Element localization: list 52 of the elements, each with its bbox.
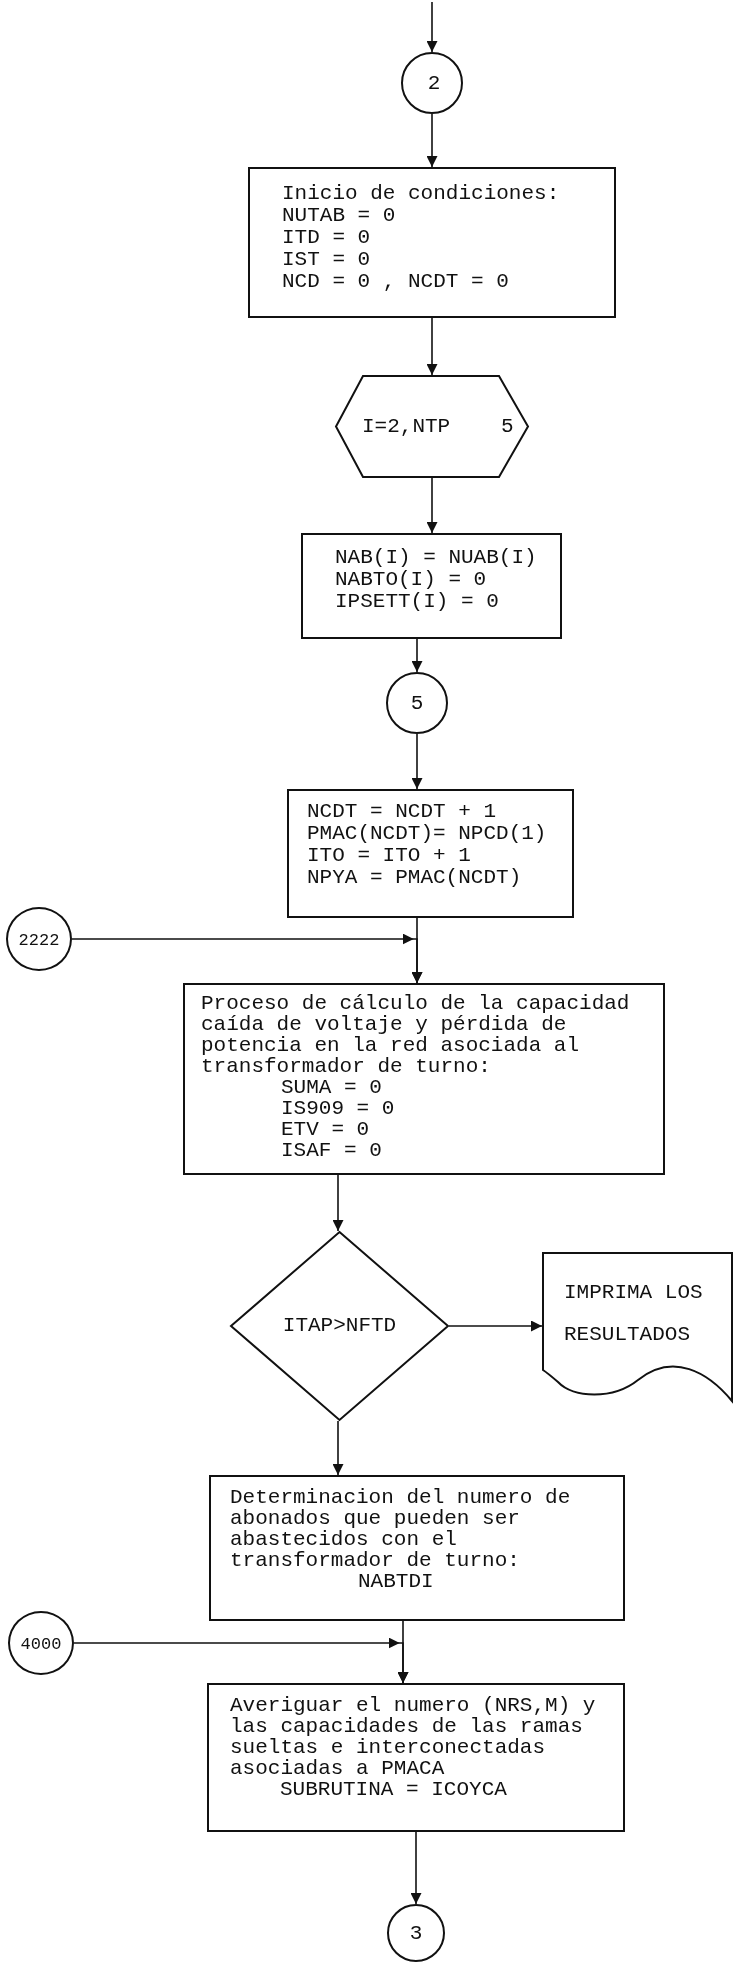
variable-text: NABTDI xyxy=(358,1571,435,1592)
arrow xyxy=(71,934,423,984)
process-box xyxy=(183,983,665,1175)
process-box xyxy=(287,789,574,918)
decision-diamond xyxy=(230,1231,449,1421)
arrow xyxy=(411,733,423,790)
connector-circle xyxy=(387,1904,445,1962)
box-heading: Inicio de condiciones: xyxy=(282,183,561,204)
arrow xyxy=(411,638,423,673)
assignment-text: SUMA = 0 xyxy=(281,1077,383,1098)
loop-hexagon xyxy=(335,375,529,478)
arrow xyxy=(426,113,438,168)
process-box xyxy=(207,1683,625,1832)
assignment-text: NCD = 0 , NCDT = 0 xyxy=(282,271,510,292)
assignment-text: IS909 = 0 xyxy=(281,1098,396,1119)
arrow xyxy=(332,1420,344,1476)
loop-range-text: I=2,NTP xyxy=(362,416,452,437)
arrow xyxy=(426,1,438,53)
connector-number: 3 xyxy=(408,1923,424,1944)
assignment-text: IPSETT(I) = 0 xyxy=(335,591,500,612)
assignment-text: NUTAB = 0 xyxy=(282,205,397,226)
assignment-text: ITD = 0 xyxy=(282,227,372,248)
connector-number: 4000 xyxy=(19,1634,63,1655)
connector-number: 5 xyxy=(409,693,425,714)
assignment-text: IST = 0 xyxy=(282,249,372,270)
assignment-text: ITO = ITO + 1 xyxy=(307,845,472,866)
description-text: Determinacion del numero de abonados que pueden ser abastecidos con el transformador de turno: xyxy=(230,1487,572,1571)
description-text: Proceso de cálculo de la capacidad caída de voltaje y pérdida de potencia en la red asociada al transformador de turno: xyxy=(201,993,631,1077)
assignment-text: ISAF = 0 xyxy=(281,1140,383,1161)
process-box xyxy=(209,1475,625,1621)
arrow xyxy=(410,1831,422,1905)
description-text: Averiguar el numero (NRS,M) y las capacidades de las ramas sueltas e interconectadas asociadas a PMACA xyxy=(230,1695,597,1779)
process-box xyxy=(301,533,562,639)
output-text: IMPRIMA LOS RESULTADOS xyxy=(564,1280,704,1348)
connector-number: 2 xyxy=(426,73,442,94)
assignment-text: NCDT = NCDT + 1 xyxy=(307,801,498,822)
document-shape xyxy=(542,1252,733,1402)
loop-label-text: 5 xyxy=(501,416,515,437)
subroutine-text: SUBRUTINA = ICOYCA xyxy=(280,1779,508,1800)
connector-number: 2222 xyxy=(17,930,61,951)
process-box xyxy=(248,167,616,318)
assignment-text: PMAC(NCDT)= NPCD(1) xyxy=(307,823,548,844)
assignment-text: NAB(I) = NUAB(I) xyxy=(335,547,538,568)
assignment-text: NABTO(I) = 0 xyxy=(335,569,488,590)
arrow xyxy=(426,477,438,534)
arrow xyxy=(332,1174,344,1232)
condition-text: ITAP>NFTD xyxy=(281,1315,398,1336)
arrow xyxy=(448,1320,543,1332)
assignment-text: ETV = 0 xyxy=(281,1119,371,1140)
assignment-text: NPYA = PMAC(NCDT) xyxy=(307,867,523,888)
arrow xyxy=(426,317,438,376)
arrow xyxy=(73,1638,409,1684)
